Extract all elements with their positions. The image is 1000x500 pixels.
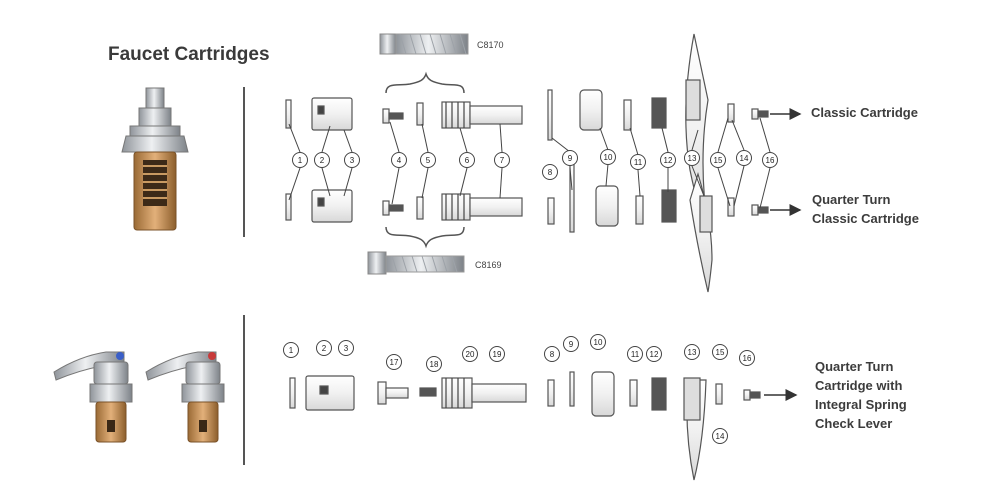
spring-lever-cartridge-photo-left xyxy=(53,351,133,443)
code-c8170: C8170 xyxy=(477,40,504,50)
callout-top-circle-11 xyxy=(630,154,646,170)
label-quarter-turn-line1: Quarter Turn xyxy=(812,192,891,207)
label-classic-cartridge: Classic Cartridge xyxy=(811,105,918,120)
callout-top-number-3: 3 xyxy=(350,156,355,165)
spring-lever-cartridge-photo-right xyxy=(145,351,225,443)
callout-top-circle-16 xyxy=(762,152,778,168)
callout-top-number-8: 8 xyxy=(548,168,553,177)
arrows xyxy=(764,108,802,401)
callout-top-circle-2 xyxy=(314,152,330,168)
callout-bottom-circle-12 xyxy=(646,346,662,362)
callout-bottom-circle-2 xyxy=(316,340,332,356)
callout-top-number-12: 12 xyxy=(664,156,673,165)
callout-top-circle-15 xyxy=(710,152,726,168)
parts-row-quarter-turn xyxy=(285,159,769,293)
callout-bottom-number-18: 18 xyxy=(430,360,439,369)
callout-bottom-number-17: 17 xyxy=(390,358,399,367)
label-spring-line1: Quarter Turn xyxy=(815,359,894,374)
callout-bottom-circle-19 xyxy=(489,346,505,362)
callout-top-number-10: 10 xyxy=(604,153,613,162)
callout-bottom-circle-16 xyxy=(739,350,755,366)
classic-cartridge-photo xyxy=(121,87,189,231)
label-quarter-turn-line2: Classic Cartridge xyxy=(812,211,919,226)
callout-top-number-11: 11 xyxy=(634,158,643,167)
label-spring-line3: Integral Spring xyxy=(815,397,907,412)
callout-top-number-5: 5 xyxy=(426,156,431,165)
callout-top-circle-1 xyxy=(292,152,308,168)
callout-bottom-number-8: 8 xyxy=(550,350,555,359)
callout-top-circle-10 xyxy=(600,149,616,165)
brace-bottom xyxy=(385,226,465,249)
callout-top-number-14: 14 xyxy=(740,154,749,163)
callout-top-circle-4 xyxy=(391,152,407,168)
page-title: Faucet Cartridges xyxy=(108,44,270,65)
callout-bottom-number-10: 10 xyxy=(594,338,603,347)
callout-top-circle-12 xyxy=(660,152,676,168)
callout-bottom-circle-20 xyxy=(462,346,478,362)
callout-top-circle-13 xyxy=(684,150,700,166)
callout-bottom-number-15: 15 xyxy=(716,348,725,357)
callout-bottom-number-13: 13 xyxy=(688,348,697,357)
callout-bottom-circle-9 xyxy=(563,336,579,352)
callout-bottom-circle-17 xyxy=(386,354,402,370)
stem-c8170 xyxy=(379,33,469,55)
callout-top-number-13: 13 xyxy=(688,154,697,163)
brace-top xyxy=(385,71,465,94)
callout-top-number-15: 15 xyxy=(714,156,723,165)
label-spring-line4: Check Lever xyxy=(815,416,893,431)
callout-top-number-16: 16 xyxy=(766,156,775,165)
callout-bottom-number-2: 2 xyxy=(322,344,327,353)
callout-bottom-number-3: 3 xyxy=(344,344,349,353)
stem-c8169 xyxy=(367,251,465,275)
label-spring-line2: Cartridge with xyxy=(815,378,903,393)
callout-bottom-circle-1 xyxy=(283,342,299,358)
callout-top-number-6: 6 xyxy=(465,156,470,165)
callout-bottom-number-12: 12 xyxy=(650,350,659,359)
callout-bottom-number-1: 1 xyxy=(289,346,294,355)
callout-top-circle-6 xyxy=(459,152,475,168)
callout-bottom-number-14: 14 xyxy=(716,432,725,441)
callout-bottom-number-9: 9 xyxy=(569,340,574,349)
callout-bottom-circle-18 xyxy=(426,356,442,372)
callout-bottom-circle-3 xyxy=(338,340,354,356)
callout-top-number-9: 9 xyxy=(568,154,573,163)
callout-bottom-circle-10 xyxy=(590,334,606,350)
callout-bottom-circle-15 xyxy=(712,344,728,360)
callout-top-number-1: 1 xyxy=(298,156,303,165)
callout-top-circle-14 xyxy=(736,150,752,166)
callout-top-number-4: 4 xyxy=(397,156,402,165)
leader-lines xyxy=(288,117,771,209)
callout-top-circle-7 xyxy=(494,152,510,168)
callout-top-circle-8 xyxy=(542,164,558,180)
callout-bottom-circle-11 xyxy=(627,346,643,362)
callout-top-circle-3 xyxy=(344,152,360,168)
callout-top-circle-5 xyxy=(420,152,436,168)
callout-bottom-number-19: 19 xyxy=(493,350,502,359)
callout-top-number-2: 2 xyxy=(320,156,325,165)
callout-top-circle-9 xyxy=(562,150,578,166)
callout-bottom-number-16: 16 xyxy=(743,354,752,363)
parts-row-spring-lever xyxy=(289,371,761,481)
callout-top-number-7: 7 xyxy=(500,156,505,165)
callout-bottom-circle-13 xyxy=(684,344,700,360)
callout-bottom-circle-8 xyxy=(544,346,560,362)
callout-bottom-number-20: 20 xyxy=(466,350,475,359)
callout-bottom-number-11: 11 xyxy=(631,350,640,359)
code-c8169: C8169 xyxy=(475,260,502,270)
callout-bottom-circle-14 xyxy=(712,428,728,444)
